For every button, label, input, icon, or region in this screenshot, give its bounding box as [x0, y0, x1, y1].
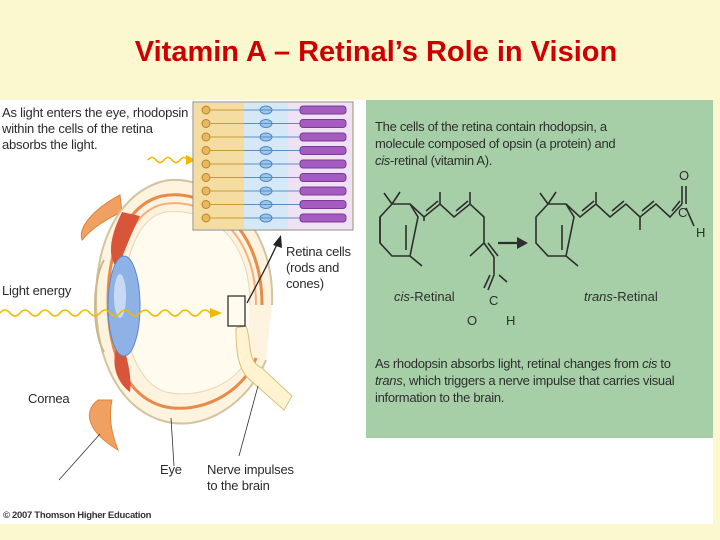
trans-oxygen: O — [679, 168, 689, 183]
ganglion-cell — [201, 159, 211, 169]
rod-cell — [299, 146, 347, 155]
cis-oxygen: O — [467, 313, 477, 328]
rod-cell — [299, 213, 347, 223]
eye-illustration — [0, 101, 354, 481]
panel-intro-text: The cells of the retina contain rhodopsi… — [375, 119, 616, 168]
cis-carbon: C — [489, 293, 498, 308]
cis-retinal-structure — [379, 191, 508, 291]
rod-cell — [299, 159, 347, 169]
ganglion-cell — [201, 213, 211, 223]
ganglion-cell — [201, 146, 211, 155]
rod-cell — [299, 119, 347, 128]
copyright: © 2007 Thomson Higher Education — [3, 510, 152, 521]
cis-hydrogen: H — [506, 313, 515, 328]
rhodopsin-caption: As light enters the eye, rhodopsin withi… — [2, 105, 189, 152]
ganglion-cell — [201, 132, 211, 142]
retinal-vision-figure: As light enters the eye, rhodopsin withi… — [0, 100, 713, 524]
ganglion-cell — [201, 119, 211, 128]
retinal-structures: O C H C O H — [379, 168, 705, 328]
rod-cell — [299, 105, 347, 115]
cis-retinal-label: cis-Retinal — [394, 289, 455, 304]
ganglion-cell — [201, 200, 211, 209]
light-energy-label: Light energy — [2, 283, 72, 298]
nerve-impulses-label: Nerve impulses to the brain — [207, 462, 294, 493]
panel-isomerization-text: As rhodopsin absorbs light, retinal chan… — [375, 356, 675, 405]
cornea-label: Cornea — [28, 391, 70, 406]
rod-cell — [299, 186, 347, 196]
rod-cell — [299, 132, 347, 142]
trans-carbon: C — [678, 205, 687, 220]
slide-title: Vitamin A – Retinal’s Role in Vision — [134, 36, 618, 68]
eye-label: Eye — [160, 462, 182, 477]
ganglion-cell — [201, 173, 211, 182]
trans-retinal-structure — [535, 186, 695, 267]
rod-cell — [299, 173, 347, 182]
trans-retinal-label: trans-Retinal — [584, 289, 658, 304]
rod-cell — [299, 200, 347, 209]
retinal-chemistry-panel: The cells of the retina contain rhodopsi… — [366, 100, 713, 438]
retina-cells-label: Retina cells (rods and cones) — [286, 244, 351, 291]
ganglion-cell — [201, 105, 211, 115]
ganglion-cell — [201, 186, 211, 196]
trans-hydrogen: H — [696, 225, 705, 240]
